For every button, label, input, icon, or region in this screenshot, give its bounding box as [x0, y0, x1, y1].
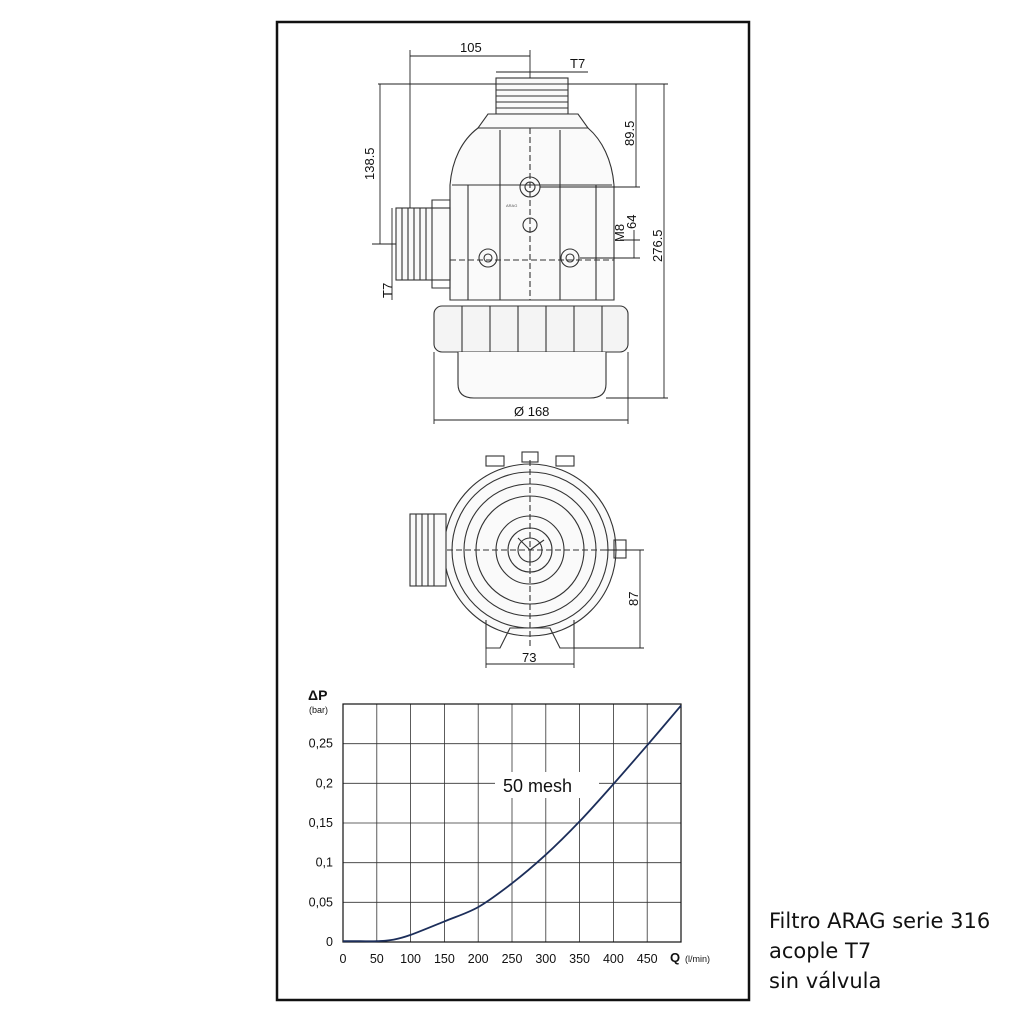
caption-line-3: sin válvula [769, 969, 882, 993]
series-label-bg [495, 772, 599, 798]
x-tick-label: 450 [637, 952, 658, 966]
filter-top-view [409, 451, 627, 649]
dim-thread-side: T7 [380, 283, 395, 298]
x-tick-label: 0 [340, 952, 347, 966]
y-axis-unit: (bar) [309, 705, 328, 715]
logo-mark: ARAG [506, 203, 517, 208]
dim-width-top: 105 [460, 40, 482, 55]
y-tick-label: 0,2 [316, 776, 333, 790]
chart-x-ticks: 0 50 100 150 200 250 300 350 400 450 [340, 952, 658, 966]
y-axis-label-text: ΔP [308, 687, 327, 703]
dim-bolt-spacing: 64 [624, 215, 639, 229]
dim-height-total: 276.5 [650, 229, 665, 262]
caption-line-2: acople T7 [769, 939, 872, 963]
x-tick-label: 300 [535, 952, 556, 966]
frame-border [275, 20, 751, 1002]
x-axis-label: Q [670, 950, 680, 965]
y-tick-label: 0,05 [309, 895, 333, 909]
y-tick-label: 0,15 [309, 816, 333, 830]
y-axis-label: ΔP [308, 687, 327, 703]
x-tick-label: 100 [400, 952, 421, 966]
dim-bolt: M8 [612, 224, 627, 242]
dim-height-top: 89.5 [622, 121, 637, 146]
y-tick-label: 0,25 [309, 737, 333, 751]
x-tick-label: 50 [370, 952, 384, 966]
pressure-drop-chart: 0 0,05 0,1 0,15 0,2 0,25 0 50 100 150 200 250 300 35… [308, 687, 710, 966]
chart-grid-horizontal [343, 743, 681, 903]
side-view-dimensions [372, 50, 668, 424]
dim-base-height: 87 [626, 592, 641, 606]
x-axis-unit: (l/min) [685, 954, 710, 964]
caption: Filtro ARAG serie 316 acople T7 sin válv… [769, 906, 990, 996]
x-tick-label: 150 [434, 952, 455, 966]
x-tick-label: 200 [468, 952, 489, 966]
y-tick-label: 0 [326, 935, 333, 949]
chart-y-ticks: 0 0,05 0,1 0,15 0,2 0,25 [309, 737, 333, 949]
dim-thread-top: T7 [570, 56, 585, 71]
x-tick-label: 400 [603, 952, 624, 966]
y-tick-label: 0,1 [316, 856, 333, 870]
series-line-50-mesh [343, 705, 682, 943]
caption-line-1: Filtro ARAG serie 316 [769, 909, 991, 933]
dim-base-width: 73 [522, 650, 536, 665]
chart-plot-border [342, 703, 682, 943]
x-tick-label: 250 [502, 952, 523, 966]
series-label-50-mesh: 50 mesh [503, 776, 572, 796]
filter-side-view [395, 77, 629, 399]
dim-diameter: Ø 168 [514, 404, 549, 419]
x-tick-label: 350 [569, 952, 590, 966]
top-view-dimensions [485, 549, 644, 668]
dim-height-inlet: 138.5 [362, 147, 377, 180]
